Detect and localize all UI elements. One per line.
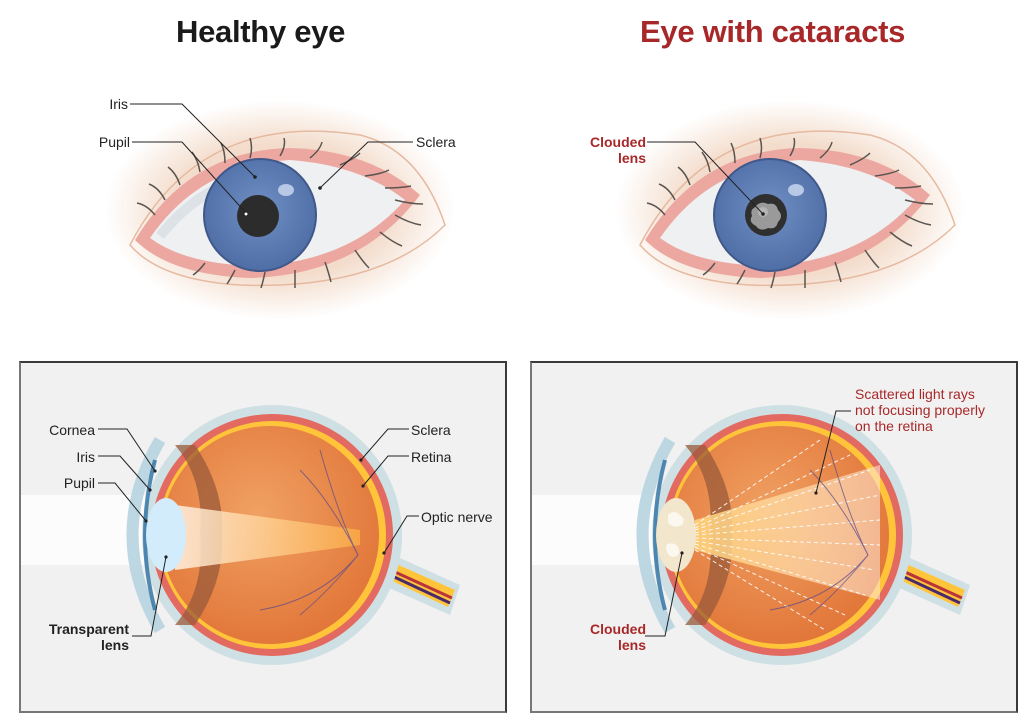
label-scattered-light: Scattered light rays not focusing proper… <box>855 386 985 434</box>
cataract-eye-title: Eye with cataracts <box>640 14 906 49</box>
cataract-front-eye <box>615 100 965 320</box>
label-clouded-lens-section-line1: Clouded <box>590 621 646 637</box>
label-cornea: Cornea <box>49 422 95 438</box>
label-clouded-lens-front: Clouded lens <box>580 134 646 166</box>
label-scattered-light-line1: Scattered light rays <box>855 386 975 402</box>
label-retina: Retina <box>411 449 452 465</box>
label-clouded-lens-front-line2: lens <box>617 150 646 166</box>
label-transparent-lens-line2: lens <box>100 637 129 653</box>
label-transparent-lens: Transparent lens <box>30 621 129 653</box>
label-sclera-section: Sclera <box>411 422 451 438</box>
healthy-cross-section <box>21 405 460 665</box>
cataract-cross-section <box>532 405 970 665</box>
label-iris-front: Iris <box>109 96 128 112</box>
label-optic-nerve: Optic nerve <box>421 509 493 525</box>
label-transparent-lens-line1: Transparent <box>48 621 129 637</box>
label-pupil-front: Pupil <box>98 134 130 150</box>
label-sclera-front: Sclera <box>416 134 456 150</box>
healthy-eye-title: Healthy eye <box>176 14 346 49</box>
label-scattered-light-line3: on the retina <box>855 418 933 434</box>
label-clouded-lens-front-line1: Clouded <box>590 134 646 150</box>
label-clouded-lens-section: Clouded lens <box>580 621 646 653</box>
label-iris-section: Iris <box>76 449 95 465</box>
label-clouded-lens-section-line2: lens <box>617 637 646 653</box>
label-scattered-light-line2: not focusing properly <box>855 402 985 418</box>
label-pupil-section: Pupil <box>63 475 95 491</box>
healthy-front-eye <box>105 100 455 320</box>
